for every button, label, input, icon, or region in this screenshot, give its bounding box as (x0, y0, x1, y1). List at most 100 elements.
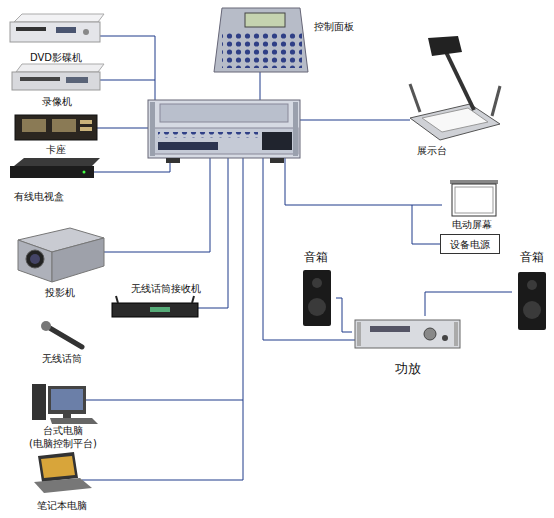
speaker-part (523, 301, 541, 319)
power-box: 设备电源 (440, 234, 500, 254)
device-label: 功放 (352, 361, 464, 377)
device-label: 有线电视盒 (2, 190, 76, 203)
document-camera (410, 36, 500, 140)
document-camera-part (492, 86, 500, 116)
mic-receiver-part (150, 307, 170, 312)
cable-tv-box-part (10, 166, 94, 178)
dvd-player-part (14, 14, 104, 22)
desktop-computer-part (51, 389, 83, 410)
dvd-player-part (10, 22, 100, 42)
device-label: 投影机 (14, 286, 106, 299)
video-recorder (12, 64, 104, 90)
desktop-computer-part (32, 384, 46, 420)
matrix-switcher-part (293, 102, 298, 156)
cable-tv-box-part (14, 158, 100, 166)
cable-tv-box-part (83, 171, 86, 174)
device-label: 音箱 (512, 250, 552, 265)
cassette-deck-part (80, 120, 92, 124)
wires-part (97, 128, 148, 129)
matrix-switcher-part (150, 102, 155, 156)
device-node: 控制面板 (213, 3, 363, 77)
amplifier-part (454, 322, 458, 346)
device-label: 无线话筒接收机 (108, 282, 224, 295)
device-label: 笔记本电脑 (24, 499, 100, 512)
device-node: 卡座 (12, 112, 100, 156)
device-node: 展示台 (402, 32, 504, 158)
amplifier-part (442, 335, 448, 341)
device-node: 录像机 (10, 62, 104, 108)
projector (18, 228, 104, 282)
device-label: 音箱 (296, 250, 336, 265)
projector-part (52, 238, 104, 282)
cassette-deck-part (52, 119, 76, 132)
document-camera-part (446, 52, 474, 110)
wireless-mic-part (41, 321, 51, 331)
projection-screen (450, 180, 498, 216)
amplifier-part (357, 322, 361, 346)
matrix-switcher-part (166, 158, 180, 163)
desktop-computer-part (63, 414, 71, 418)
speaker (518, 272, 546, 330)
projector-part (30, 254, 40, 264)
wires-part (198, 158, 228, 308)
device-node: 台式电脑 (电脑控制平台) (18, 380, 108, 454)
device-label: 录像机 (10, 95, 104, 108)
wire-connector (336, 298, 352, 332)
dvd-player (10, 14, 104, 42)
dvd-player-part (16, 27, 46, 31)
matrix-switcher-part (148, 100, 300, 158)
control-panel-part (214, 8, 308, 72)
device-label: 卡座 (12, 143, 100, 156)
device-node: 电动屏幕 (442, 178, 502, 230)
cassette-deck-part (15, 115, 97, 140)
wires-part (98, 80, 155, 81)
speaker (303, 270, 331, 326)
document-camera-part (428, 36, 462, 56)
laptop-part (41, 456, 75, 478)
laptop-part (34, 478, 92, 493)
video-recorder-part (66, 77, 88, 83)
device-node: 无线话筒 (30, 318, 94, 366)
device-node: 无线话筒接收机 (108, 280, 224, 320)
projector-part (18, 240, 52, 282)
desktop-computer (32, 384, 98, 424)
video-recorder-part (12, 72, 100, 90)
cassette-deck-part (22, 119, 46, 132)
mic-receiver (112, 296, 198, 317)
wireless-mic-part (48, 327, 82, 347)
dvd-player-part (56, 27, 76, 33)
matrix-switcher-part (262, 132, 292, 150)
amplifier-part (370, 326, 410, 332)
cassette-deck-part (80, 127, 92, 131)
document-camera-part (422, 108, 488, 132)
laptop (34, 452, 92, 493)
device-node: 功放 (352, 316, 464, 378)
device-node: 音箱 (512, 250, 552, 332)
mic-receiver-part (116, 296, 118, 303)
device-node: 笔记本电脑 (24, 452, 100, 514)
projector-part (26, 250, 44, 268)
wire-connector (425, 292, 512, 316)
wires-part (300, 120, 410, 121)
matrix-switcher-part (158, 132, 258, 138)
projection-screen-part (455, 187, 493, 213)
mic-receiver-part (192, 296, 194, 303)
dvd-player-part (83, 29, 89, 35)
device-label: DVD影碟机 (8, 51, 104, 64)
speaker-part (518, 272, 546, 330)
document-camera-part (410, 84, 420, 112)
wires-part (243, 158, 244, 480)
laptop-part (38, 452, 78, 482)
amplifier-part (355, 320, 460, 348)
device-node: DVD影碟机 (8, 10, 104, 64)
wires-part (86, 400, 243, 401)
matrix-switcher-part (158, 142, 218, 150)
device-label: 电动屏幕 (442, 218, 502, 231)
wires-part (263, 158, 355, 340)
amplifier-part (424, 328, 436, 340)
mic-receiver-part (112, 303, 198, 317)
control-panel (214, 8, 308, 72)
wires-part (100, 36, 155, 100)
desktop-computer-part (48, 386, 86, 414)
wires (82, 36, 412, 480)
